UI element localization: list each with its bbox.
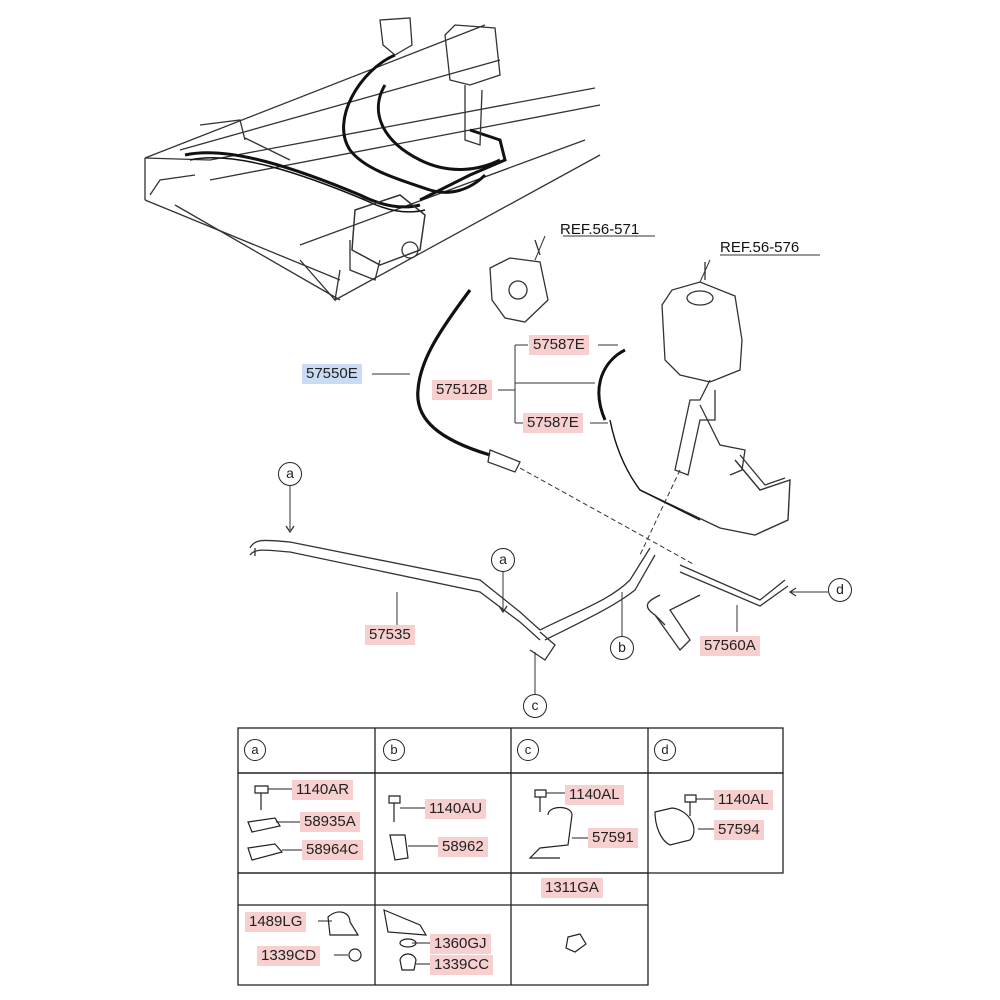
table-d-part-1[interactable]: 1140AL <box>714 790 773 810</box>
table-a-part-3[interactable]: 58964C <box>302 840 363 860</box>
table-row3-a-part-1[interactable]: 1489LG <box>245 912 307 932</box>
table-row3-a-part-2[interactable]: 1339CD <box>257 946 321 966</box>
part-label-57560A[interactable]: 57560A <box>700 636 760 656</box>
table-row2-c-part[interactable]: 1311GA <box>541 878 603 898</box>
table-a-part-2[interactable]: 58935A <box>300 812 360 832</box>
table-header-c: c <box>517 739 539 761</box>
part-label-57535[interactable]: 57535 <box>365 625 415 645</box>
upper-right-assembly <box>416 235 820 566</box>
table-c-part-1[interactable]: 1140AL <box>565 785 624 805</box>
parts-table-grid <box>237 727 784 986</box>
table-part-icons <box>247 785 697 971</box>
table-c-part-2[interactable]: 57591 <box>588 828 638 848</box>
table-b-part-2[interactable]: 58962 <box>438 837 488 857</box>
ref-gear-label: REF.56-571 <box>560 221 640 238</box>
callout-a-center[interactable]: a <box>491 548 515 572</box>
table-b-part-1[interactable]: 1140AU <box>425 799 487 819</box>
table-d-part-2[interactable]: 57594 <box>714 820 764 840</box>
table-header-d: d <box>654 739 676 761</box>
vehicle-frame-illustration <box>144 17 601 302</box>
table-header-a: a <box>244 739 266 761</box>
part-label-57512B[interactable]: 57512B <box>432 380 492 400</box>
part-label-57587E-bottom[interactable]: 57587E <box>523 413 583 433</box>
table-header-b: b <box>383 739 405 761</box>
ref-reservoir-label: REF.56-576 <box>720 239 800 256</box>
callout-a-left[interactable]: a <box>278 462 302 486</box>
table-row3-b-part-1[interactable]: 1360GJ <box>430 934 491 954</box>
part-label-57550E[interactable]: 57550E <box>302 364 362 384</box>
callout-c[interactable]: c <box>523 694 547 718</box>
callout-b[interactable]: b <box>610 636 634 660</box>
callout-d[interactable]: d <box>828 578 852 602</box>
part-label-57587E-top[interactable]: 57587E <box>529 335 589 355</box>
table-row3-b-part-2[interactable]: 1339CC <box>430 955 494 975</box>
table-a-part-1[interactable]: 1140AR <box>292 780 354 800</box>
table-leader-lines <box>268 788 714 965</box>
